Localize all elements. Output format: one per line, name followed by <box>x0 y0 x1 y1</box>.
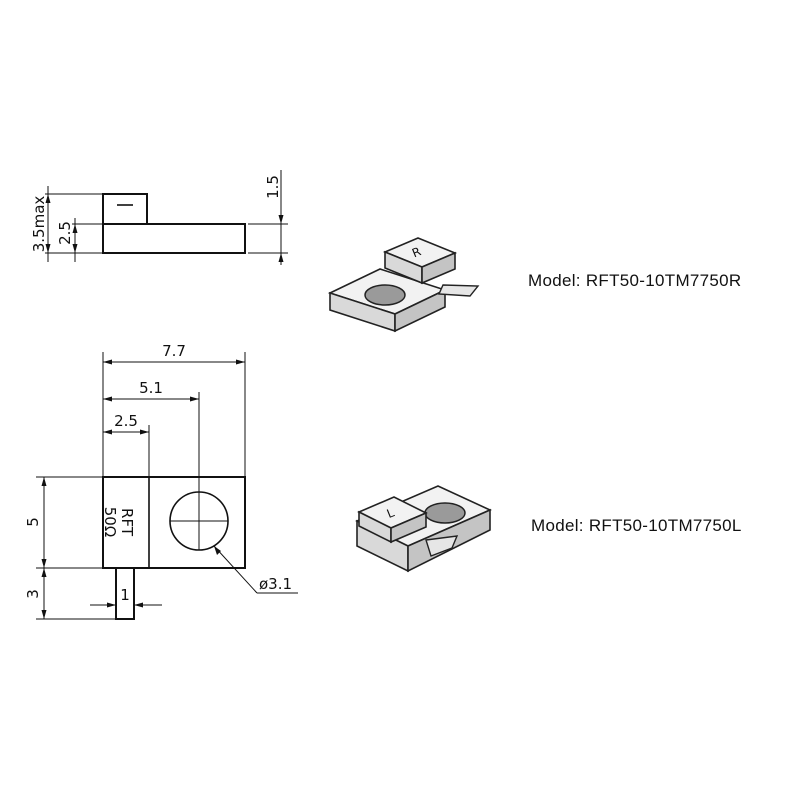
dim-lead-length: 3 <box>24 589 42 599</box>
product-r-tab <box>437 284 480 297</box>
dim-total-height: 3.5max <box>30 196 48 253</box>
product-r-label: Model: RFT50-10TM7750R <box>528 271 742 290</box>
product-l-hole <box>424 502 466 524</box>
dim-lead-height: 1.5 <box>264 175 282 199</box>
product-l-label: Model: RFT50-10TM7750L <box>531 516 742 535</box>
dim-body-depth: 5 <box>24 517 42 527</box>
dim-hole-center: 5.1 <box>139 379 163 397</box>
side-view-base <box>102 223 246 254</box>
product-r-illustration: R <box>327 237 480 333</box>
product-l-illustration: L <box>355 485 492 573</box>
dim-cap-width: 2.5 <box>114 412 138 430</box>
dim-body-height: 2.5 <box>56 221 74 245</box>
marking-line1: RFT <box>118 508 136 537</box>
product-l-tab <box>425 535 459 557</box>
dim-lead-width: 1 <box>120 586 130 604</box>
body-outline <box>102 476 246 569</box>
dim-width: 7.7 <box>162 342 186 360</box>
marking-line2: 50Ω <box>101 507 119 538</box>
dim-hole-diameter: ø3.1 <box>259 575 292 593</box>
product-r-hole <box>364 284 406 306</box>
product-l-chip-marking: L <box>385 505 397 521</box>
top-view: RFT 50Ω 7.7 5.1 2.5 5 3 <box>24 342 298 620</box>
side-view: 3.5max 2.5 1.5 <box>30 170 288 265</box>
side-view-cap <box>102 193 148 225</box>
